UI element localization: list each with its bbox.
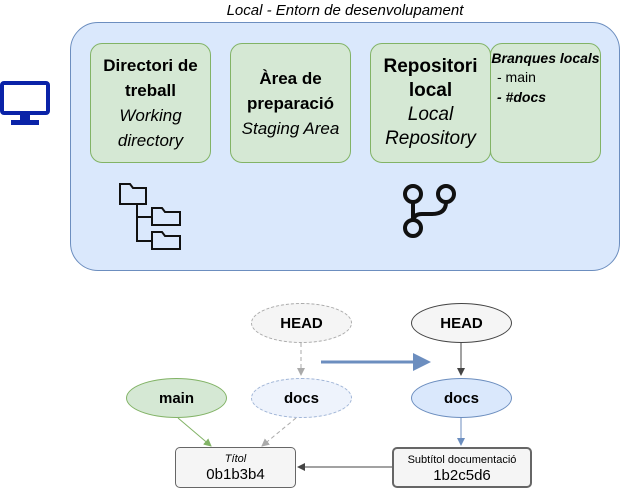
commit-card-second: Subtítol documentació 1b2c5d6 xyxy=(392,447,532,488)
working-directory-title: Directori de treball xyxy=(103,56,198,100)
local-repository-title: Repositori local xyxy=(383,56,478,101)
local-branches-heading: Branques locals xyxy=(491,50,600,66)
head-node-new: HEAD xyxy=(411,303,512,343)
local-repository-box: Repositori local Local Repository xyxy=(370,43,491,163)
environment-title: Local - Entorn de desenvolupament xyxy=(226,2,464,19)
local-branches-box: Branques locals - main - #docs xyxy=(490,43,601,163)
staging-area-subtitle: Staging Area xyxy=(241,118,340,138)
commit-hash: 0b1b3b4 xyxy=(206,466,265,483)
head-node-old: HEAD xyxy=(251,303,352,343)
staging-area-box: Àrea de preparació Staging Area xyxy=(230,43,351,163)
working-directory-box: Directori de treball Working directory xyxy=(90,43,211,163)
local-repository-subtitle: Local Repository xyxy=(385,104,476,149)
branch-item-main: - main xyxy=(497,69,536,85)
commit-label: Títol xyxy=(224,453,247,465)
working-directory-subtitle: Working directory xyxy=(117,106,184,150)
docs-branch-node-old: docs xyxy=(251,378,352,418)
staging-area-title: Àrea de preparació xyxy=(247,68,334,113)
main-branch-node: main xyxy=(126,378,227,418)
folder-tree-icon xyxy=(119,183,181,250)
docs-branch-node-new: docs xyxy=(411,378,512,418)
commit-label: Subtítol documentació xyxy=(407,454,517,466)
computer-icon xyxy=(0,81,50,125)
commit-card-first: Títol 0b1b3b4 xyxy=(175,447,296,488)
commit-hash: 1b2c5d6 xyxy=(433,467,491,484)
git-branch-icon xyxy=(403,184,456,238)
branch-item-docs: - #docs xyxy=(497,89,547,105)
